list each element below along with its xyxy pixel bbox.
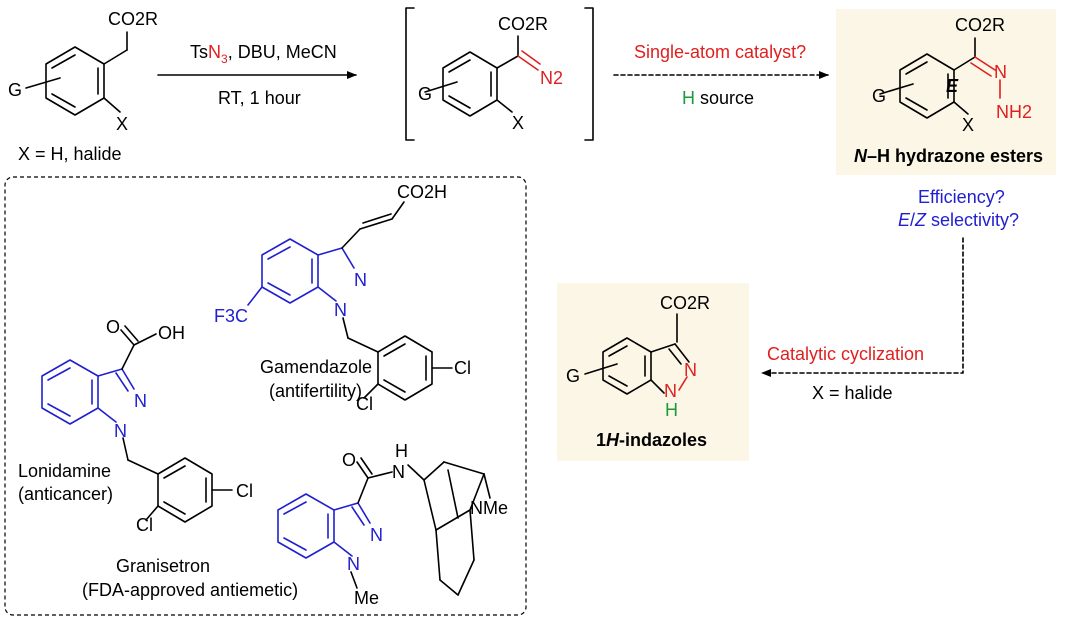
sm-x: X (116, 114, 128, 134)
gamendazole-cl2: Cl (356, 394, 373, 414)
diazo-co2r: CO2R (498, 14, 548, 34)
step2-h-source: H source (682, 88, 754, 108)
lonidamine-name: Lonidamine (18, 461, 111, 481)
hydrazone-n: N (994, 62, 1007, 82)
granisetron-h: H (395, 441, 408, 461)
lonidamine-cl2: Cl (136, 515, 153, 535)
gamendazole-cf3: F3C (214, 306, 248, 326)
sm-g: G (8, 80, 22, 100)
gamendazole-name: Gamendazole (260, 357, 372, 377)
indazole-nh-n: N (664, 381, 677, 401)
indazole-caption: 1H-indazoles (596, 430, 707, 450)
lonidamine-o: O (106, 317, 120, 337)
hydrazone-caption: N–H hydrazone esters (854, 146, 1043, 166)
diazo-intermediate: CO2R N2 X G (405, 7, 594, 141)
indazole-product: CO2R N N H G 1H-indazoles (566, 293, 710, 450)
granisetron-n1: N (347, 554, 360, 574)
gamendazole-n2: N (354, 270, 367, 290)
hydrazone-product: CO2R N NH2 E X G N–H hydrazone esters (854, 15, 1043, 166)
granisetron-n2: N (370, 525, 383, 545)
gamendazole-cl1: Cl (454, 358, 471, 378)
step1-conditions: RT, 1 hour (218, 88, 301, 108)
step3-question-selectivity: E/Z selectivity? (898, 210, 1019, 230)
indazole-n: N (684, 360, 697, 380)
granisetron-nme: NMe (470, 498, 508, 518)
gamendazole-use: (antifertility) (269, 381, 362, 401)
granisetron-use: (FDA-approved antiemetic) (82, 580, 298, 600)
step4-label: Catalytic cyclization (767, 344, 924, 364)
step1-reagents: TsN3, DBU, MeCN (190, 42, 337, 66)
start-material: CO2R X G X = H, halide (8, 9, 158, 164)
sm-caption: X = H, halide (18, 144, 122, 164)
diazo-n2: N2 (540, 68, 563, 88)
indazole-g: G (566, 366, 580, 386)
granisetron-n-amide: N (392, 462, 405, 482)
diazo-g: G (418, 84, 432, 104)
granisetron-o: O (342, 450, 356, 470)
hydrazone-x: X (962, 115, 974, 135)
lonidamine-use: (anticancer) (18, 484, 113, 504)
sm-co2r: CO2R (108, 9, 158, 29)
lonidamine-cl1: Cl (236, 481, 253, 501)
lonidamine-oh: OH (158, 323, 185, 343)
hydrazone-co2r: CO2R (955, 15, 1005, 35)
hydrazone-panel (836, 9, 1056, 175)
lonidamine-n2: N (134, 391, 147, 411)
lonidamine-structure: O OH N N Cl Cl Lonidamine (anticancer) (18, 317, 253, 535)
gamendazole-structure: CO2H N N F3C Cl Cl Gamendazole (antifert… (214, 182, 471, 414)
step4-condition: X = halide (812, 383, 893, 403)
arrow-cyclization (761, 237, 964, 377)
drug-examples-box (4, 176, 527, 616)
hydrazone-e-label: E (946, 76, 959, 96)
step2-question: Single-atom catalyst? (634, 42, 806, 62)
diazo-x: X (512, 113, 524, 133)
granisetron-me: Me (354, 588, 379, 608)
gamendazole-co2h: CO2H (397, 182, 447, 202)
indazole-co2r: CO2R (660, 293, 710, 313)
step3-question-efficiency: Efficiency? (918, 187, 1005, 207)
granisetron-name: Granisetron (116, 556, 210, 576)
hydrazone-g: G (872, 86, 886, 106)
indazole-nh-h: H (665, 400, 678, 420)
granisetron-structure: O H N NMe N N Me Granisetron (FDA-approv… (82, 441, 508, 608)
gamendazole-n1: N (334, 300, 347, 320)
lonidamine-n1: N (114, 421, 127, 441)
hydrazone-nh2: NH2 (996, 102, 1032, 122)
